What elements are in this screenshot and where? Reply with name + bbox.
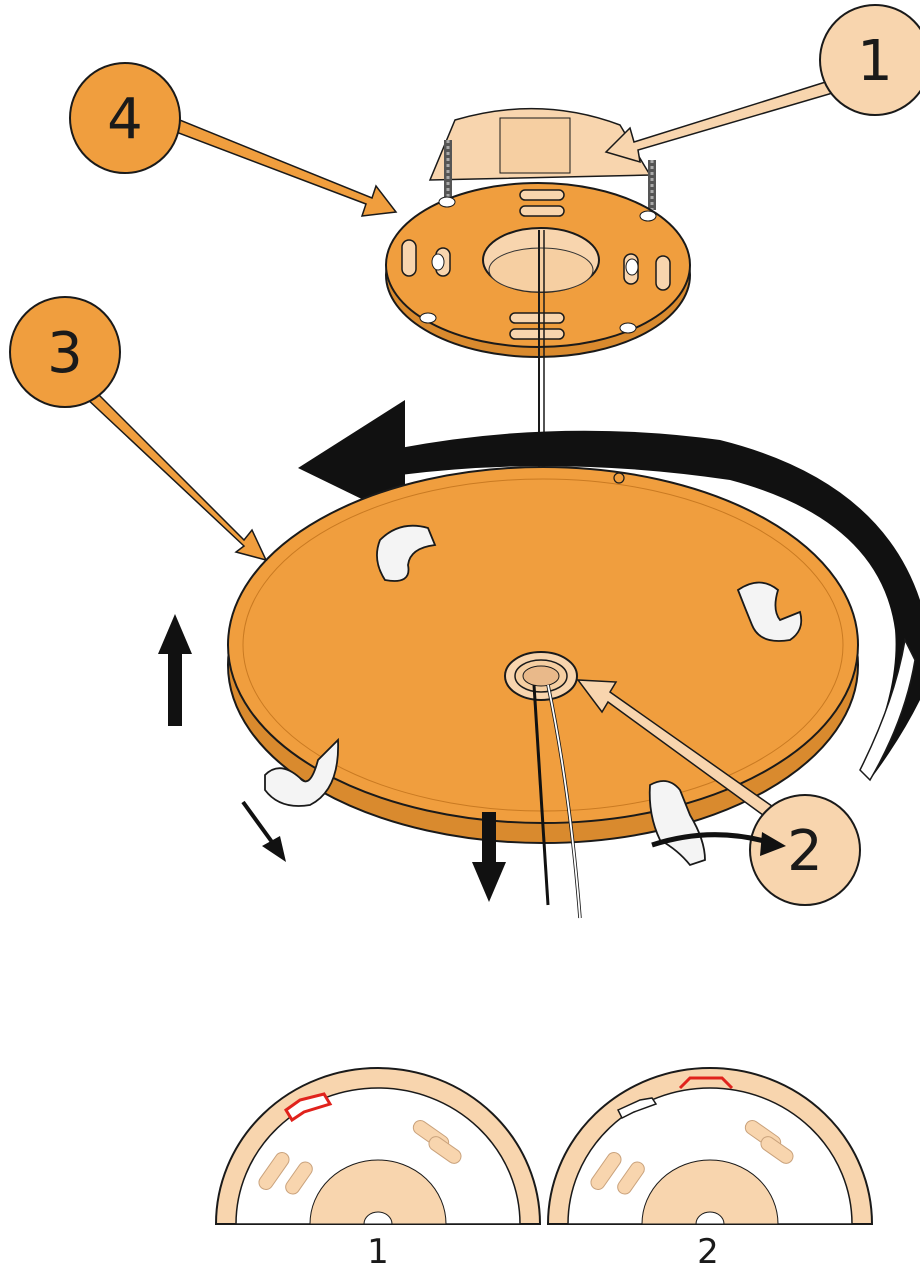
step-1-caption: 1: [367, 1232, 389, 1272]
step-2-caption: 2: [697, 1232, 719, 1272]
callout-1-label: 1: [857, 29, 893, 94]
up-arrow-icon: [158, 614, 192, 726]
push-arrow-icon: [243, 802, 286, 862]
callout-4-label: 4: [107, 87, 143, 152]
callout-1: 1: [820, 5, 920, 115]
callout-3-label: 3: [47, 321, 83, 386]
callout-2-label: 2: [787, 819, 823, 884]
callout-3: 3: [10, 297, 120, 407]
callout-4: 4: [70, 63, 180, 173]
